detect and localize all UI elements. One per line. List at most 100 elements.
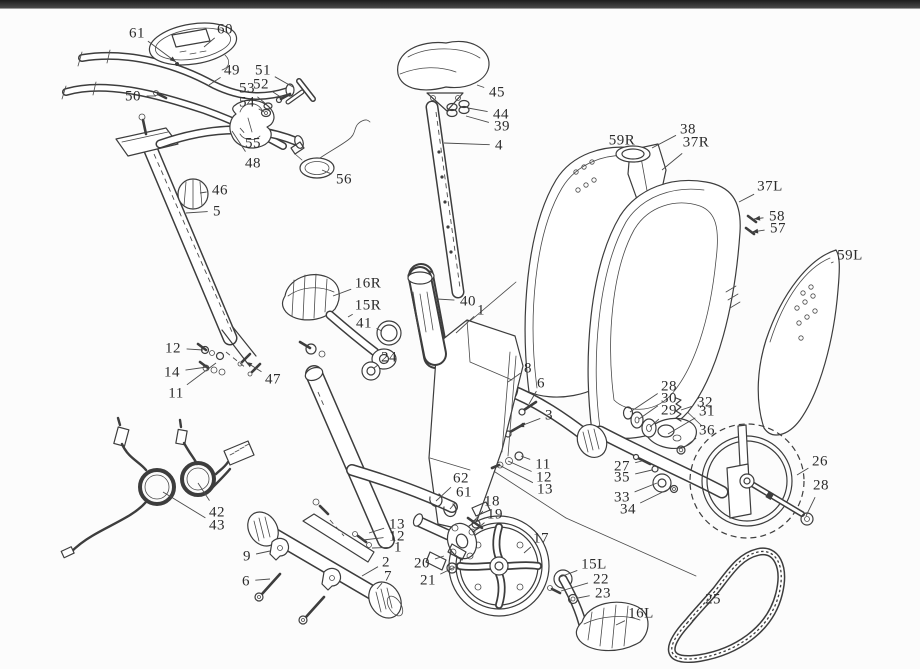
part-label-p5: 5: [213, 204, 221, 220]
crank-axle-assembly: [412, 451, 524, 574]
leader-line-p11b: [520, 455, 531, 460]
part-label-p38: 38: [680, 122, 696, 138]
part-label-p12a: 12: [165, 341, 181, 357]
part-label-p32: 32: [697, 395, 713, 411]
part-label-p7: 7: [384, 569, 392, 585]
leader-line-p33: [634, 482, 658, 493]
leader-line-p48: [231, 130, 246, 152]
leader-line-p31: [667, 417, 696, 435]
part-label-p16R: 16R: [355, 276, 382, 292]
leader-line-p28a: [629, 393, 658, 413]
chain-cover-59L: [757, 249, 840, 436]
leader-line-p55: [239, 127, 245, 133]
part-label-p13a: 13: [389, 517, 405, 533]
left-crank-pedal: [547, 569, 649, 652]
leader-line-p16R: [332, 288, 352, 297]
side-cover-left-37L: [587, 179, 741, 439]
part-label-p3: 3: [545, 408, 553, 424]
leader-line-p25: [691, 608, 704, 622]
part-label-p21: 21: [420, 573, 436, 589]
part-label-p17: 17: [533, 531, 549, 547]
sensor-cables: [60, 416, 255, 559]
part-label-p48: 48: [245, 156, 261, 172]
leader-line-p27: [635, 460, 643, 464]
part-label-p37R: 37R: [683, 135, 710, 151]
leader-line-p1a: [455, 315, 475, 334]
leader-line-p32: [680, 405, 693, 411]
leader-line-p54: [258, 108, 265, 113]
part-label-p59R: 59R: [609, 133, 636, 149]
leader-line-p34: [640, 487, 672, 504]
part-label-p12b: 12: [536, 470, 552, 486]
leader-line-p19: [477, 522, 485, 529]
leader-line-p35: [635, 469, 653, 475]
leader-line-p39: [465, 115, 490, 123]
leader-line-p49: [208, 77, 221, 86]
leader-line-p29: [649, 418, 660, 428]
leader-line-p41: [376, 328, 383, 332]
cover-ring-59R: [615, 145, 651, 163]
top-border-bar: [0, 0, 920, 9]
leader-line-p17: [523, 546, 532, 554]
leader-line-p38: [651, 134, 677, 149]
leader-line-p61b: [449, 502, 456, 510]
leader-line-p15R: [347, 313, 353, 318]
part-label-p18: 18: [484, 494, 500, 510]
leader-line-p7: [376, 582, 383, 590]
part-label-p11a: 11: [168, 386, 183, 402]
part-label-p8: 8: [524, 361, 532, 377]
part-label-p62: 62: [453, 471, 469, 487]
leader-line-p36: [682, 437, 697, 449]
leader-line-p52: [272, 91, 283, 99]
leader-arrow-p58: [754, 215, 761, 221]
part-label-p28b: 28: [813, 478, 829, 494]
part-label-p53: 53: [239, 81, 255, 97]
leader-arrow-p61a: [169, 56, 176, 62]
leader-line-p1b: [371, 546, 389, 549]
leader-line-p23: [577, 595, 590, 599]
part-label-p29: 29: [661, 403, 677, 419]
right-crank-pedal: [281, 273, 402, 381]
part-label-p6b: 6: [537, 376, 545, 392]
part-label-p37L: 37L: [757, 179, 783, 195]
part-label-p43: 43: [209, 518, 225, 534]
seat-tube-sleeve: [407, 266, 447, 366]
part-label-p61a: 61: [129, 26, 145, 42]
leader-line-p11a: [186, 362, 217, 386]
leader-line-p60: [203, 37, 215, 48]
part-label-p57: 57: [770, 221, 786, 237]
leader-line-p15L: [559, 569, 578, 578]
part-label-p13b: 13: [537, 482, 553, 498]
part-label-p54: 54: [239, 95, 255, 111]
part-label-p45: 45: [489, 85, 505, 101]
drive-belt: [667, 547, 786, 663]
part-label-p60: 60: [217, 22, 233, 38]
leader-line-p4: [443, 142, 490, 146]
part-label-p39: 39: [494, 119, 510, 135]
leader-line-p13a: [368, 527, 385, 534]
leader-line-p9: [256, 550, 271, 555]
leader-line-p42: [197, 482, 210, 501]
leader-line-p30: [638, 405, 659, 420]
leader-line-p22: [560, 582, 589, 592]
part-label-p59L: 59L: [837, 248, 863, 264]
leader-line-p6a: [255, 578, 271, 581]
part-label-p36: 36: [699, 423, 715, 439]
part-label-p51: 51: [255, 63, 271, 79]
front-stabilizer: [247, 511, 404, 625]
leader-line-p21: [440, 566, 456, 575]
flywheel: [689, 423, 814, 539]
part-label-p15R: 15R: [355, 298, 382, 314]
leader-line-p44: [467, 107, 488, 113]
leader-line-p45: [476, 84, 485, 88]
part-label-p33: 33: [614, 490, 630, 506]
part-label-p34: 34: [620, 502, 636, 518]
leader-line-p18: [472, 510, 484, 523]
leader-line-p46: [199, 191, 207, 194]
part-label-p44: 44: [493, 107, 509, 123]
leader-arrow-p47: [246, 362, 253, 368]
part-label-p30: 30: [661, 391, 677, 407]
part-label-p47: 47: [265, 372, 281, 388]
